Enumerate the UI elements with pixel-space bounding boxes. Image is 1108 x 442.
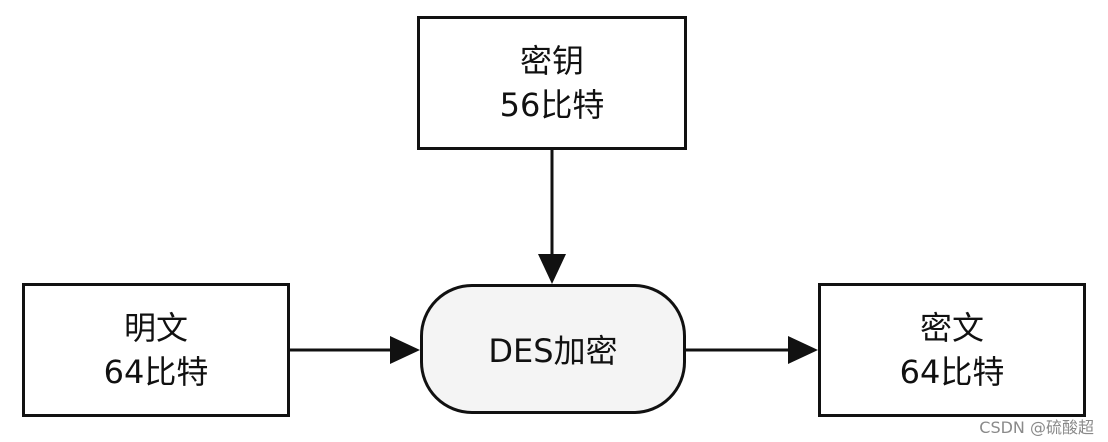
plaintext-title: 明文	[123, 309, 188, 347]
arrow-des-to-ciphertext	[686, 336, 818, 364]
ciphertext-bits: 64比特	[899, 353, 1005, 391]
arrow-plaintext-to-des	[290, 336, 420, 364]
key-bits: 56比特	[499, 86, 605, 124]
des-encryption-process: DES加密	[420, 284, 686, 414]
ciphertext-box: 密文 64比特	[818, 283, 1086, 417]
ciphertext-title: 密文	[919, 309, 984, 347]
plaintext-box: 明文 64比特	[22, 283, 290, 417]
key-title: 密钥	[519, 42, 584, 80]
plaintext-bits: 64比特	[103, 353, 209, 391]
watermark: CSDN @硫酸超	[979, 418, 1094, 437]
key-box: 密钥 56比特	[417, 16, 687, 150]
des-process-label: DES加密	[488, 332, 618, 370]
arrow-key-to-des	[538, 150, 566, 284]
